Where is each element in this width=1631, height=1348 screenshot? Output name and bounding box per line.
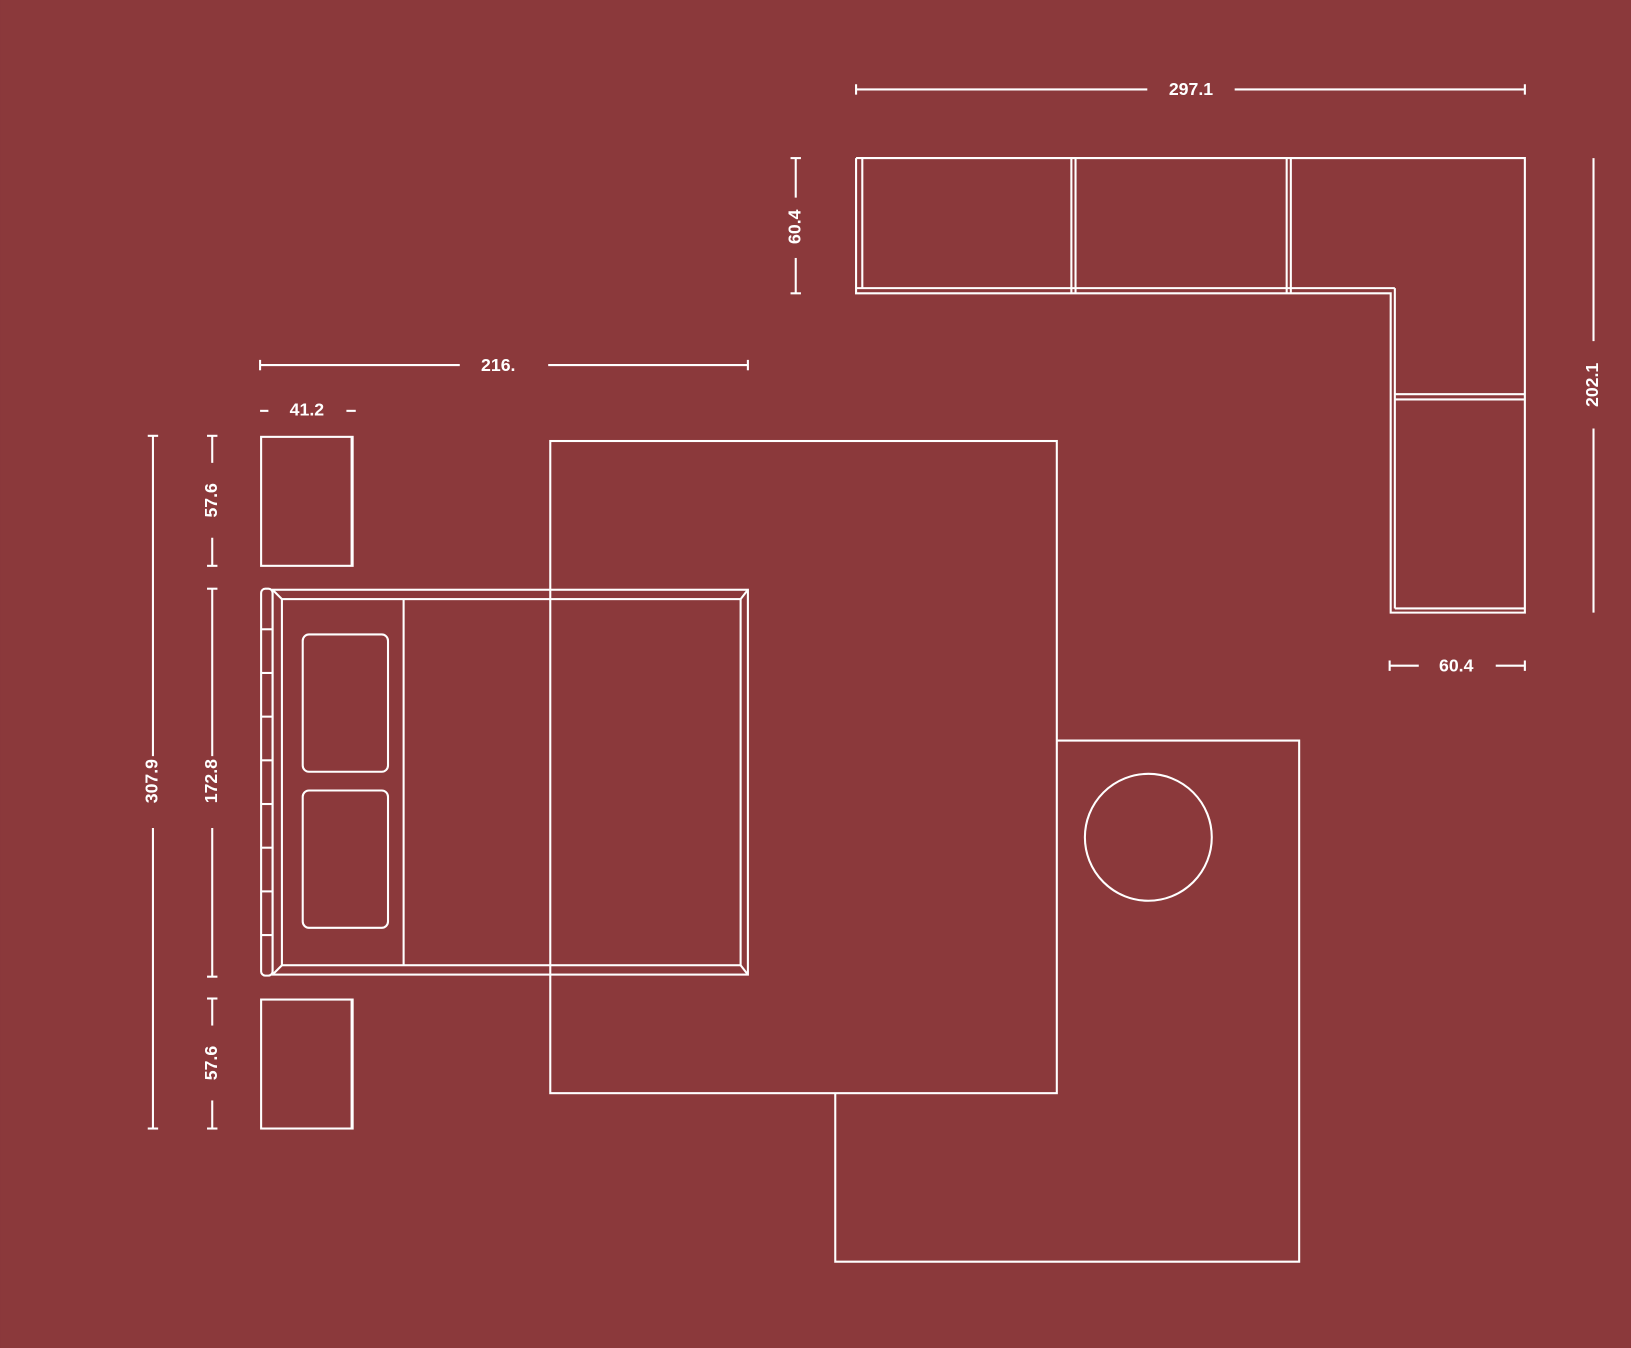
dimension-label: 57.6 [201, 1046, 221, 1081]
dimension-chaise-width: 60.4 [1388, 655, 1526, 675]
dimension-bed-width: 216. [259, 355, 749, 375]
dimension-label: 297.1 [1169, 79, 1213, 99]
dimension-label: 307.9 [142, 759, 162, 803]
bed [260, 587, 749, 977]
dimension-nightstand-width: 41.2 [260, 400, 356, 420]
dimension-sofa-width: 297.1 [855, 79, 1526, 99]
dimension-sofa-depth: 60.4 [784, 157, 804, 295]
dimension-label: 202.1 [1582, 363, 1602, 407]
sectional-sofa [855, 157, 1526, 614]
headboard [260, 587, 274, 977]
dimension-label: 60.4 [1439, 655, 1474, 675]
dimension-total-length: 307.9 [142, 434, 162, 1130]
dimension-nightstand-top-depth: 57.6 [201, 434, 221, 567]
secondary-rug [834, 739, 1301, 1263]
nightstand-top [260, 435, 354, 567]
dimension-label: 41.2 [290, 400, 325, 420]
dimension-bed-length: 172.8 [201, 587, 221, 978]
dimension-label: 57.6 [201, 483, 221, 518]
pillow [301, 789, 390, 929]
dimension-nightstand-bottom-depth: 57.6 [201, 997, 221, 1130]
dimension-sofa-length: 202.1 [1582, 158, 1602, 613]
dimension-label: 60.4 [784, 209, 804, 244]
main-rug [549, 439, 1058, 1095]
round-side-table [1083, 772, 1213, 902]
dimension-label: 216. [481, 355, 515, 375]
dimension-label: 172.8 [201, 759, 221, 803]
nightstand-bottom [260, 998, 354, 1130]
pillow [301, 633, 390, 773]
